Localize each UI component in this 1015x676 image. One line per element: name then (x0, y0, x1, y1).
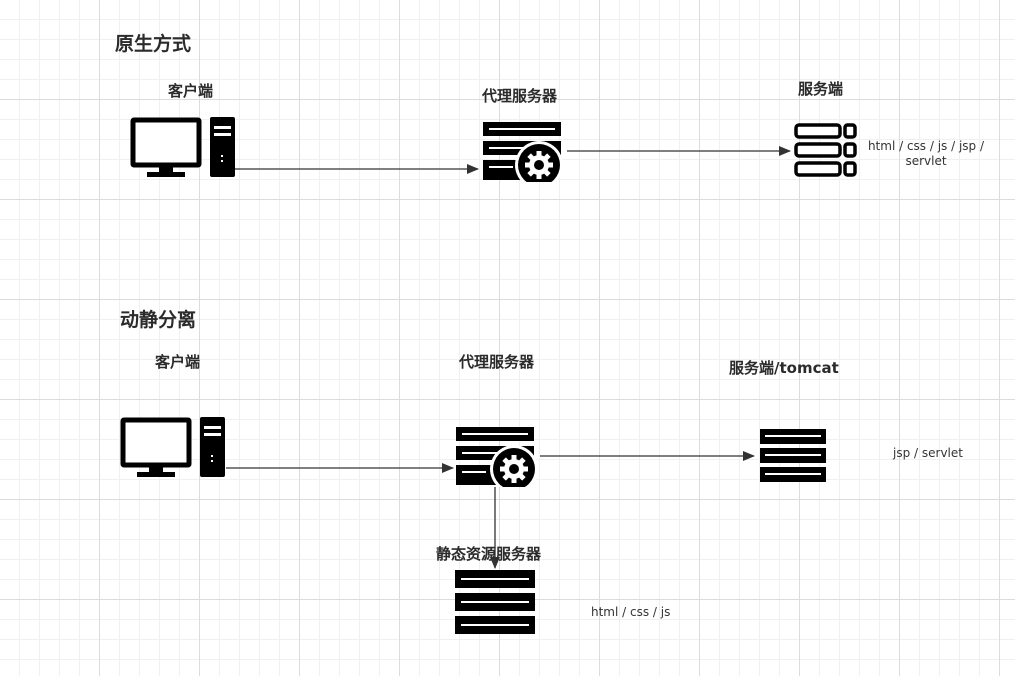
server-rack-outline-icon (794, 123, 857, 177)
desktop-computer-icon (120, 417, 225, 477)
desktop-computer-icon (130, 117, 235, 177)
section2-client-label: 客户端 (155, 353, 201, 371)
server-rack-solid-icon (760, 429, 826, 482)
proxy-server-gear-icon (456, 427, 538, 487)
section2-static-note: html / css / js (591, 605, 671, 619)
proxy-server-gear-icon (483, 122, 563, 182)
section2-static-label: 静态资源服务器 (436, 545, 542, 563)
section1-client-label: 客户端 (168, 82, 214, 100)
section1-server-label: 服务端 (798, 80, 844, 98)
section1-server-note-line2: servlet (905, 154, 947, 168)
section1-title: 原生方式 (115, 33, 192, 55)
section1-proxy-label: 代理服务器 (482, 87, 558, 105)
section2-server-note: jsp / servlet (893, 446, 963, 460)
section1-server-note-line1: html / css / js / jsp / (867, 139, 985, 153)
section2-proxy-label: 代理服务器 (459, 353, 535, 371)
section1-server-note: html / css / js / jsp / servlet (862, 139, 990, 169)
server-rack-solid-icon (455, 570, 535, 634)
section2-title: 动静分离 (120, 309, 197, 331)
section2-server-label: 服务端/tomcat (729, 359, 839, 377)
